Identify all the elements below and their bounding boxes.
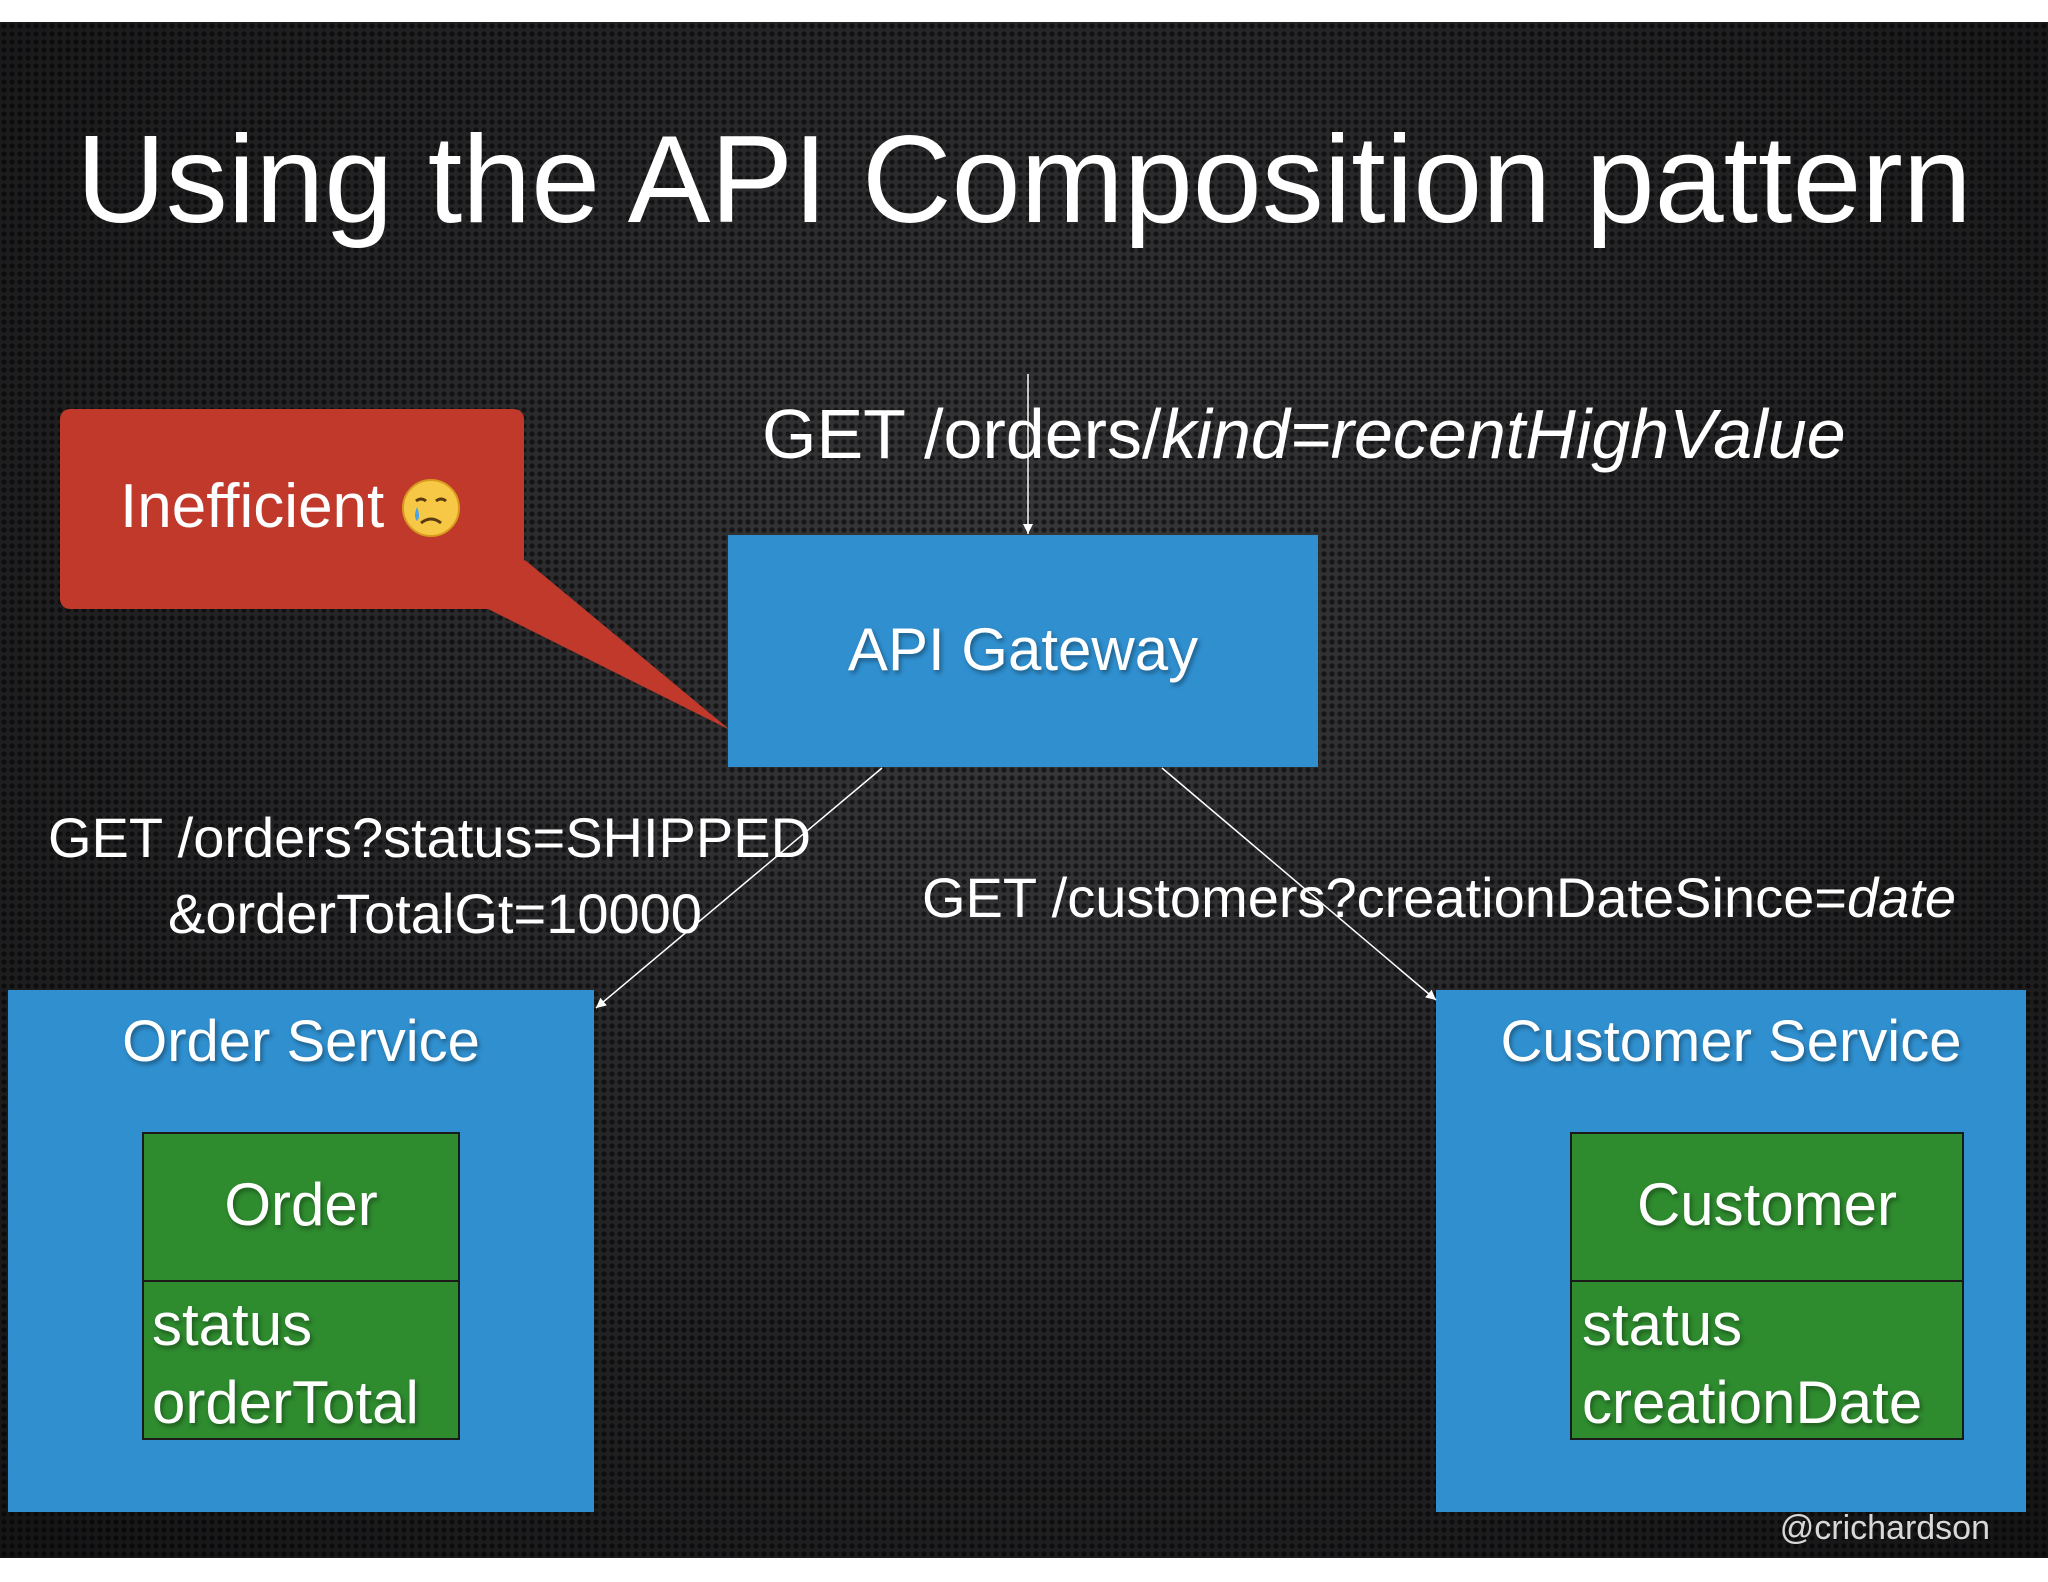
slide-title: Using the API Composition pattern [76,111,1972,249]
customer-entity-field: status [1582,1291,1743,1358]
customer-request-param: date [1846,866,1956,929]
arrow-gateway-to-order-service [595,767,883,1009]
crying-face-icon [402,479,460,537]
customer-entity-field: creationDate [1582,1369,1923,1436]
callout-pointer [470,560,730,730]
order-entity-header [142,1132,460,1282]
connector-arrows [595,374,1437,1009]
author-handle: @crichardson [1779,1509,1990,1547]
slide: Using the API Composition pattern Ineffi… [0,22,2048,1558]
order-entity-fields [142,1280,460,1440]
arrow-gateway-to-customer-service [1161,767,1437,1001]
customer-entity-fields [1570,1280,1964,1440]
order-entity-name: Order [224,1171,378,1238]
customer-request-prefix: GET /customers?creationDateSince= [922,866,1847,929]
order-service-label: Order Service [122,1009,480,1074]
customer-request-label: GET /customers?creationDateSince=date [922,860,1956,936]
customer-entity-name: Customer [1636,1171,1898,1238]
api-gateway-label: API Gateway [847,616,1199,683]
callout-label: Inefficient [120,472,385,541]
order-request-label: GET /orders?status=SHIPPED &orderTotalGt… [48,800,811,952]
order-entity-field: status [152,1291,313,1358]
customer-service-label: Customer Service [1500,1009,1962,1074]
order-request-line-1: GET /orders?status=SHIPPED [48,806,812,869]
gateway-request-label: GET /orders/kind=recentHighValue [762,392,1846,476]
gateway-request-prefix: GET /orders/ [762,395,1162,473]
gateway-request-param: kind=recentHighValue [1161,395,1846,473]
order-request-line-2: &orderTotalGt=10000 [168,882,702,945]
api-gateway-box [728,535,1318,767]
callout-pointer-shape [470,560,730,730]
customer-entity-header [1570,1132,1964,1282]
order-entity-field: orderTotal [152,1369,419,1436]
